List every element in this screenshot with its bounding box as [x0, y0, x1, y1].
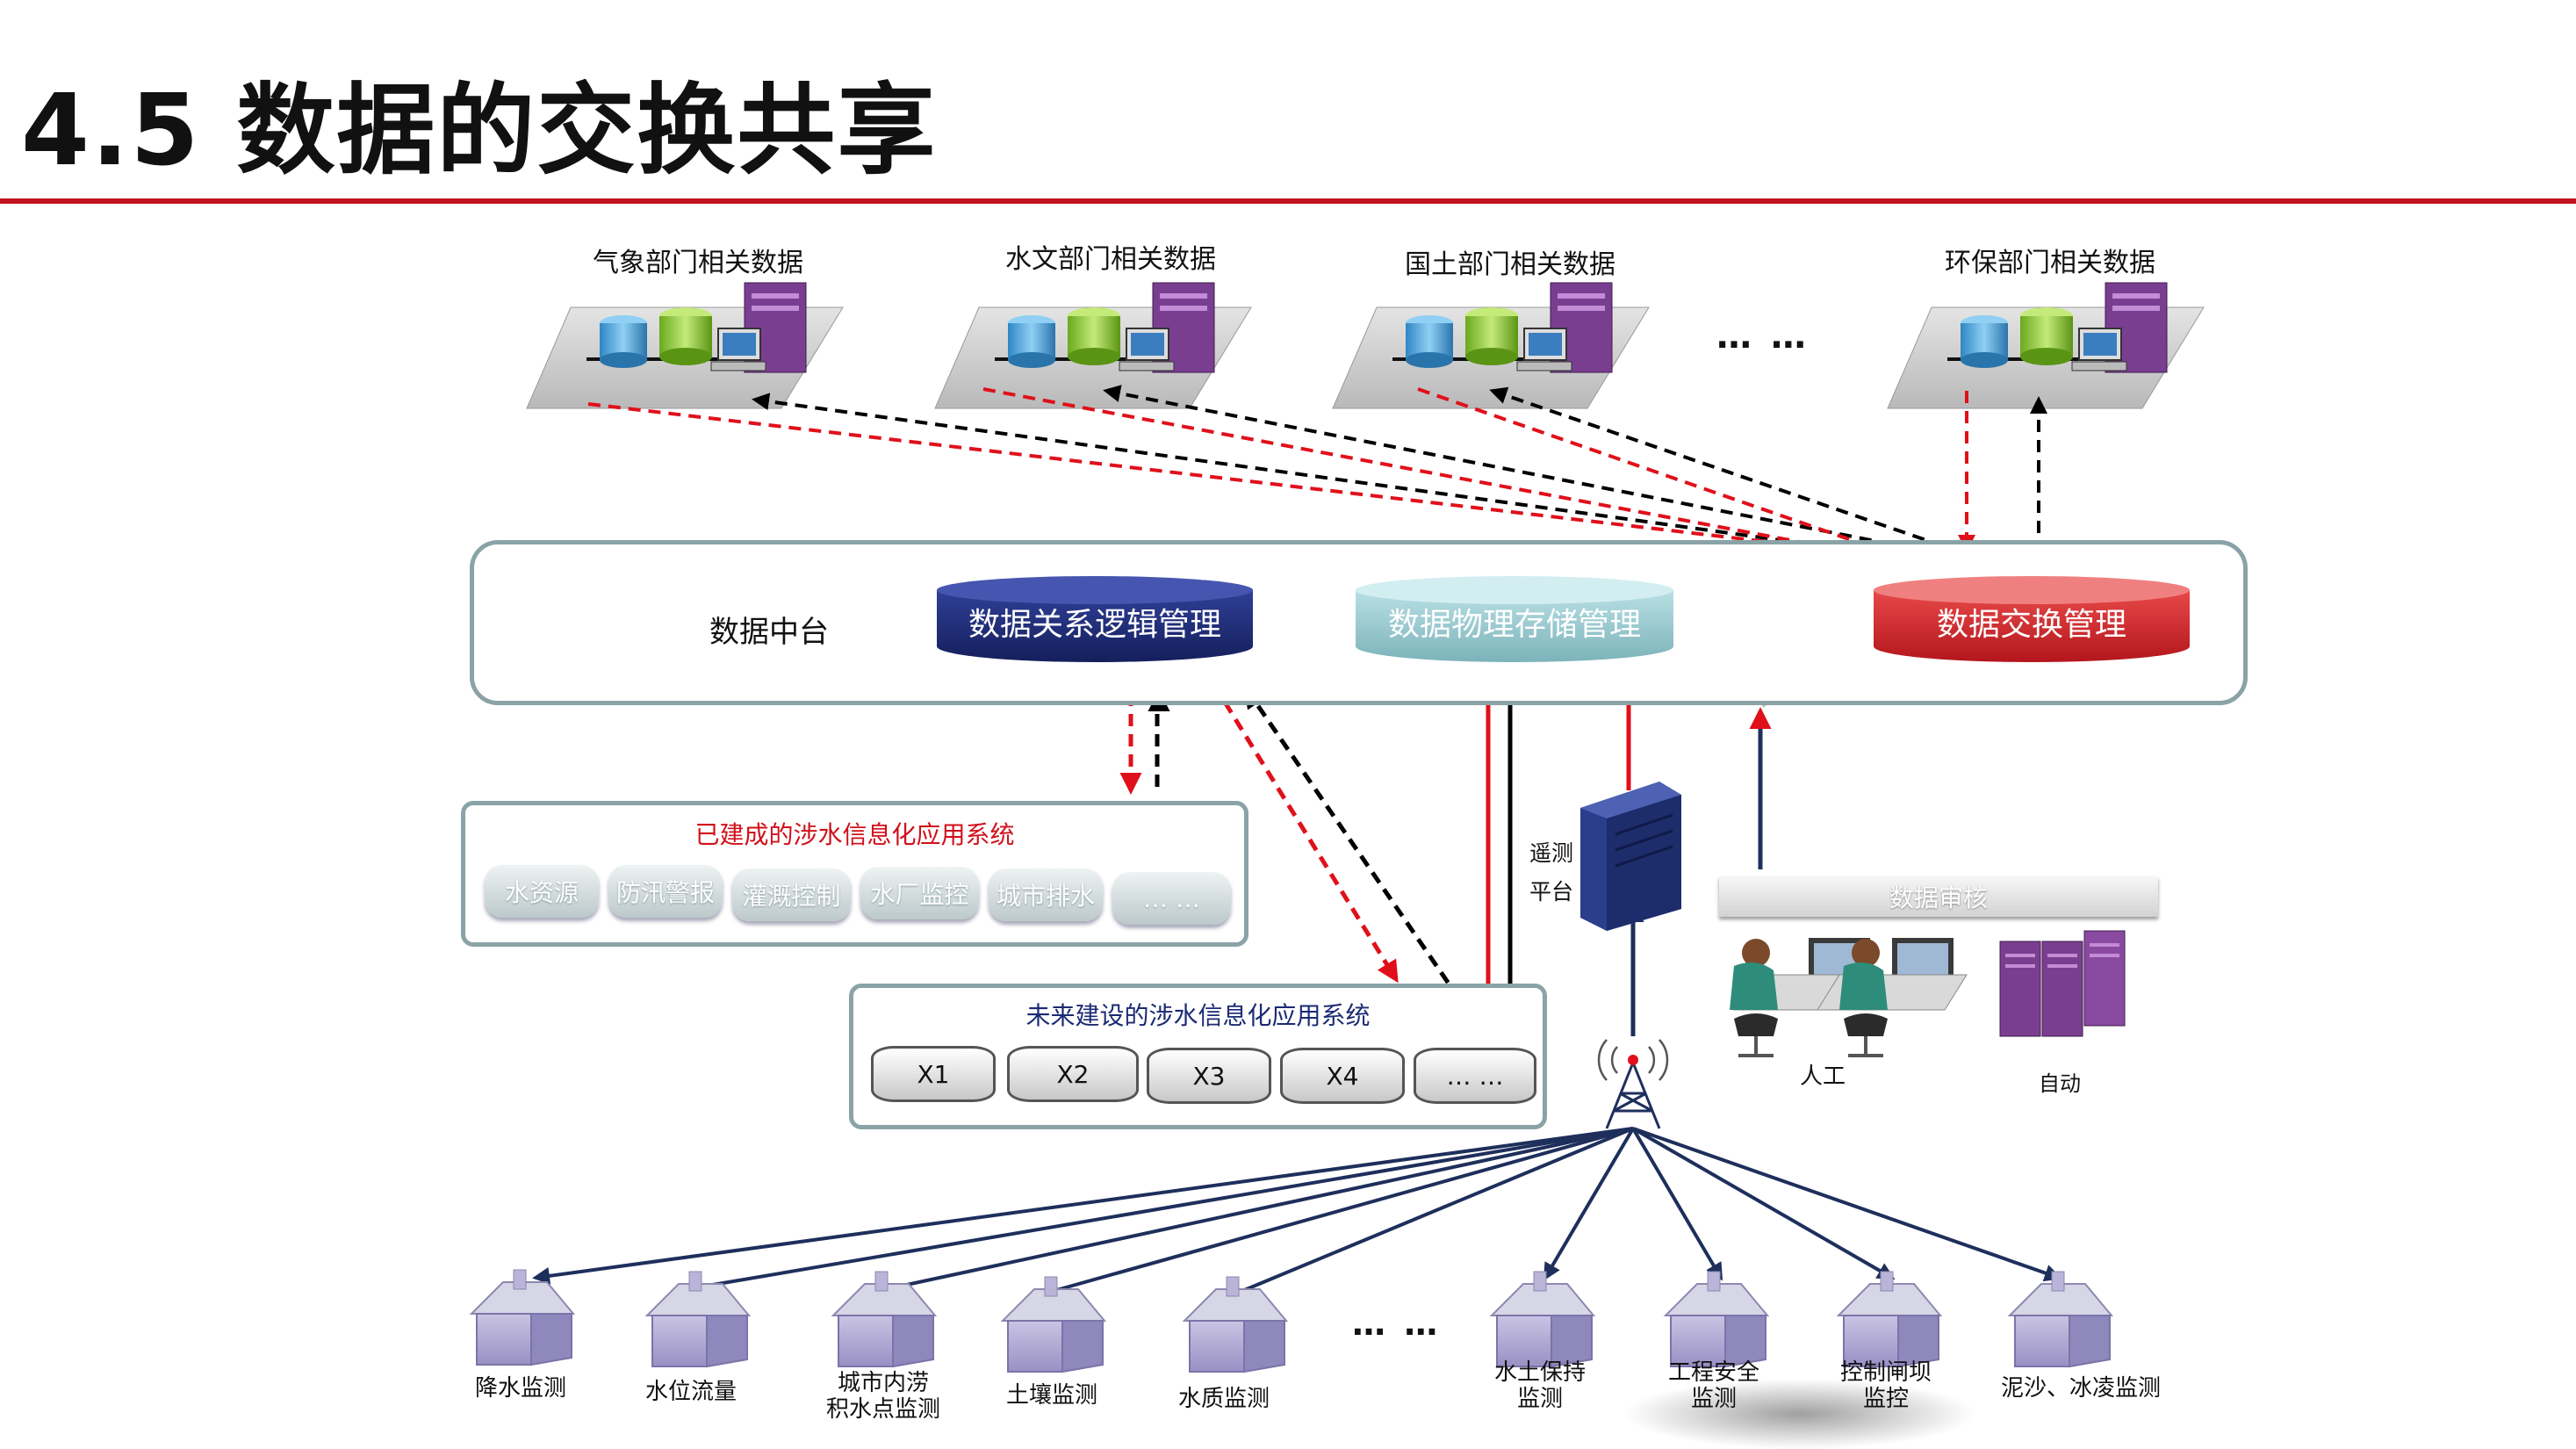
built-systems-title: 已建成的涉水信息化应用系统 [694, 820, 1015, 849]
future-system-item[interactable]: X4 [1280, 1048, 1405, 1104]
source-label-2: 水文部门相关数据 [1005, 244, 1216, 275]
future-systems-title: 未来建设的涉水信息化应用系统 [1025, 1001, 1371, 1030]
site-label: 水质监测 [1154, 1386, 1294, 1412]
operator-icon-2 [1817, 938, 1968, 1057]
future-system-item[interactable]: X1 [871, 1046, 996, 1102]
telemetry-label-2: 平台 [1529, 879, 1574, 905]
site-label: 工程安全监测 [1644, 1359, 1784, 1412]
site-label-line: 土壤监测 [1005, 1382, 1097, 1409]
future-system-item[interactable]: X3 [1147, 1048, 1271, 1104]
antenna-tower-icon [1597, 1039, 1669, 1129]
manual-label: 人工 [1800, 1063, 1846, 1090]
site-house-icon[interactable] [831, 1271, 938, 1368]
site-label-line: 控制闸坝 [1839, 1359, 1932, 1386]
sources-ellipsis: … … [1716, 316, 1810, 357]
logic-mgmt-label: 数据关系逻辑管理 [968, 607, 1221, 643]
site-houses [469, 1269, 2114, 1373]
site-label: 土壤监测 [982, 1382, 1122, 1409]
site-label: 城市内涝积水点监测 [813, 1370, 953, 1423]
site-house-icon[interactable] [1000, 1276, 1107, 1373]
exchange-mgmt-cylinder[interactable]: 数据交换管理 [1870, 574, 2193, 666]
site-label: 降水监测 [450, 1375, 591, 1402]
site-label-line: 水质监测 [1177, 1386, 1270, 1412]
logic-cylinder-shape [937, 576, 1253, 662]
future-system-item[interactable]: … … [1414, 1048, 1536, 1104]
site-label-line: 降水监测 [474, 1375, 566, 1402]
source-label-3: 国土部门相关数据 [1405, 249, 1615, 280]
site-label-line: 水土保持 [1493, 1359, 1586, 1386]
physical-cylinder-shape [1356, 576, 1673, 662]
auto-label: 自动 [2039, 1071, 2081, 1096]
site-label-line: 城市内涝 [837, 1370, 929, 1396]
exchange-mgmt-label: 数据交换管理 [1936, 607, 2126, 643]
built-system-item[interactable]: … … [1112, 872, 1231, 925]
built-system-item[interactable]: 水资源 [485, 865, 599, 918]
site-house-icon[interactable] [2007, 1271, 2114, 1368]
future-systems-box: 未来建设的涉水信息化应用系统 X1 X2 X3 X4 … … [849, 984, 1547, 1129]
physical-mgmt-label: 数据物理存储管理 [1387, 607, 1641, 643]
source-platform-4 [1887, 282, 2205, 409]
site-label: 水土保持监测 [1470, 1359, 1610, 1412]
site-house-icon[interactable] [1663, 1271, 1770, 1368]
exchange-cylinder-shape [1874, 576, 2190, 662]
site-label-line: 工程安全 [1667, 1359, 1759, 1386]
site-label-line: 积水点监测 [825, 1396, 940, 1423]
physical-mgmt-cylinder[interactable]: 数据物理存储管理 [1352, 574, 1677, 666]
title-rule [0, 198, 2576, 204]
built-system-item[interactable]: 灌溉控制 [732, 869, 851, 921]
future-system-item[interactable]: X2 [1007, 1046, 1139, 1102]
source-platform-3 [1332, 282, 1650, 409]
site-house-icon[interactable] [1182, 1276, 1289, 1373]
site-label-line: 监测 [1690, 1386, 1737, 1412]
server-icon [1580, 782, 1681, 931]
data-platform-label: 数据中台 [709, 615, 829, 650]
data-audit-bar[interactable]: 数据审核 [1719, 876, 2158, 917]
site-label-line: 监控 [1862, 1386, 1909, 1412]
logic-mgmt-cylinder[interactable]: 数据关系逻辑管理 [933, 574, 1256, 666]
site-label-line: 泥沙、冰凌监测 [2000, 1375, 2161, 1402]
site-links [532, 1127, 2062, 1293]
site-house-icon[interactable] [1489, 1271, 1596, 1368]
built-system-item[interactable]: 城市排水 [989, 869, 1103, 921]
site-label: 水位流量 [621, 1379, 761, 1405]
site-house-icon[interactable] [469, 1269, 576, 1366]
site-label: 控制闸坝监控 [1816, 1359, 1956, 1412]
built-system-item[interactable]: 水厂监控 [860, 867, 979, 919]
site-house-icon[interactable] [644, 1271, 752, 1368]
page-title: 4.5 数据的交换共享 [21, 74, 938, 188]
built-systems-box: 已建成的涉水信息化应用系统 水资源 防汛警报 灌溉控制 水厂监控 城市排水 … … [461, 801, 1248, 947]
source-platform-2 [934, 282, 1252, 409]
site-label-line: 监测 [1516, 1386, 1563, 1412]
source-platform-1 [526, 282, 844, 409]
ground-shadow [1624, 1379, 1975, 1449]
site-label: 泥沙、冰凌监测 [1993, 1375, 2169, 1402]
site-house-icon[interactable] [1836, 1271, 1943, 1368]
telemetry-label-1: 遥测 [1529, 840, 1574, 866]
sites-ellipsis: … … [1352, 1304, 1442, 1343]
built-system-item[interactable]: 防汛警报 [608, 865, 723, 918]
source-label-4: 环保部门相关数据 [1945, 248, 2155, 278]
source-label-1: 气象部门相关数据 [593, 248, 803, 278]
site-label-line: 水位流量 [644, 1379, 737, 1405]
auto-server-icon [1999, 930, 2126, 1037]
